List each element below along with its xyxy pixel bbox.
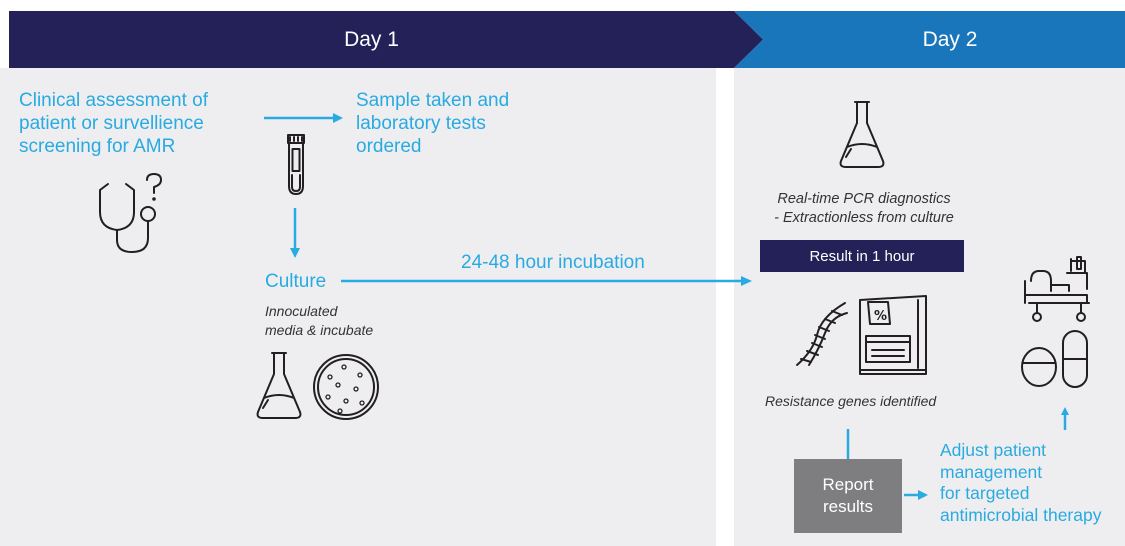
culture-note: Innoculated media & incubate <box>265 303 374 338</box>
day2-header: Day 2 <box>922 27 978 51</box>
day1-header: Day 1 <box>344 27 399 51</box>
question-mark-icon <box>146 173 162 201</box>
day1-panel <box>0 68 716 546</box>
resistance-text: Resistance genes identified <box>765 393 937 409</box>
adjust-management-text: Adjust patient management for targeted a… <box>940 440 1102 525</box>
sample-taken-text: Sample taken and laboratory tests ordere… <box>356 90 510 157</box>
result-label: Result in 1 hour <box>809 247 915 265</box>
culture-label: Culture <box>265 271 327 292</box>
flask-icon <box>839 101 885 168</box>
petri-dish-icon <box>313 354 379 420</box>
incubation-label: 24-48 hour incubation <box>461 252 645 273</box>
svg-text:%: % <box>874 309 887 324</box>
pcr-text: Real-time PCR diagnostics - Extractionle… <box>774 191 954 226</box>
pills-icon <box>1021 330 1088 388</box>
hospital-bed-icon <box>1024 256 1090 322</box>
clinical-assessment-text: Clinical assessment of patient or survel… <box>19 90 209 157</box>
report-box: Report results <box>794 459 902 533</box>
dna-icon <box>796 302 848 366</box>
header-banners <box>9 11 1125 68</box>
pcr-instrument-icon: % <box>859 295 927 375</box>
result-box: Result in 1 hour <box>760 240 964 272</box>
test-tube-icon <box>287 134 305 195</box>
flask-icon <box>256 352 302 419</box>
stethoscope-icon <box>99 183 156 253</box>
